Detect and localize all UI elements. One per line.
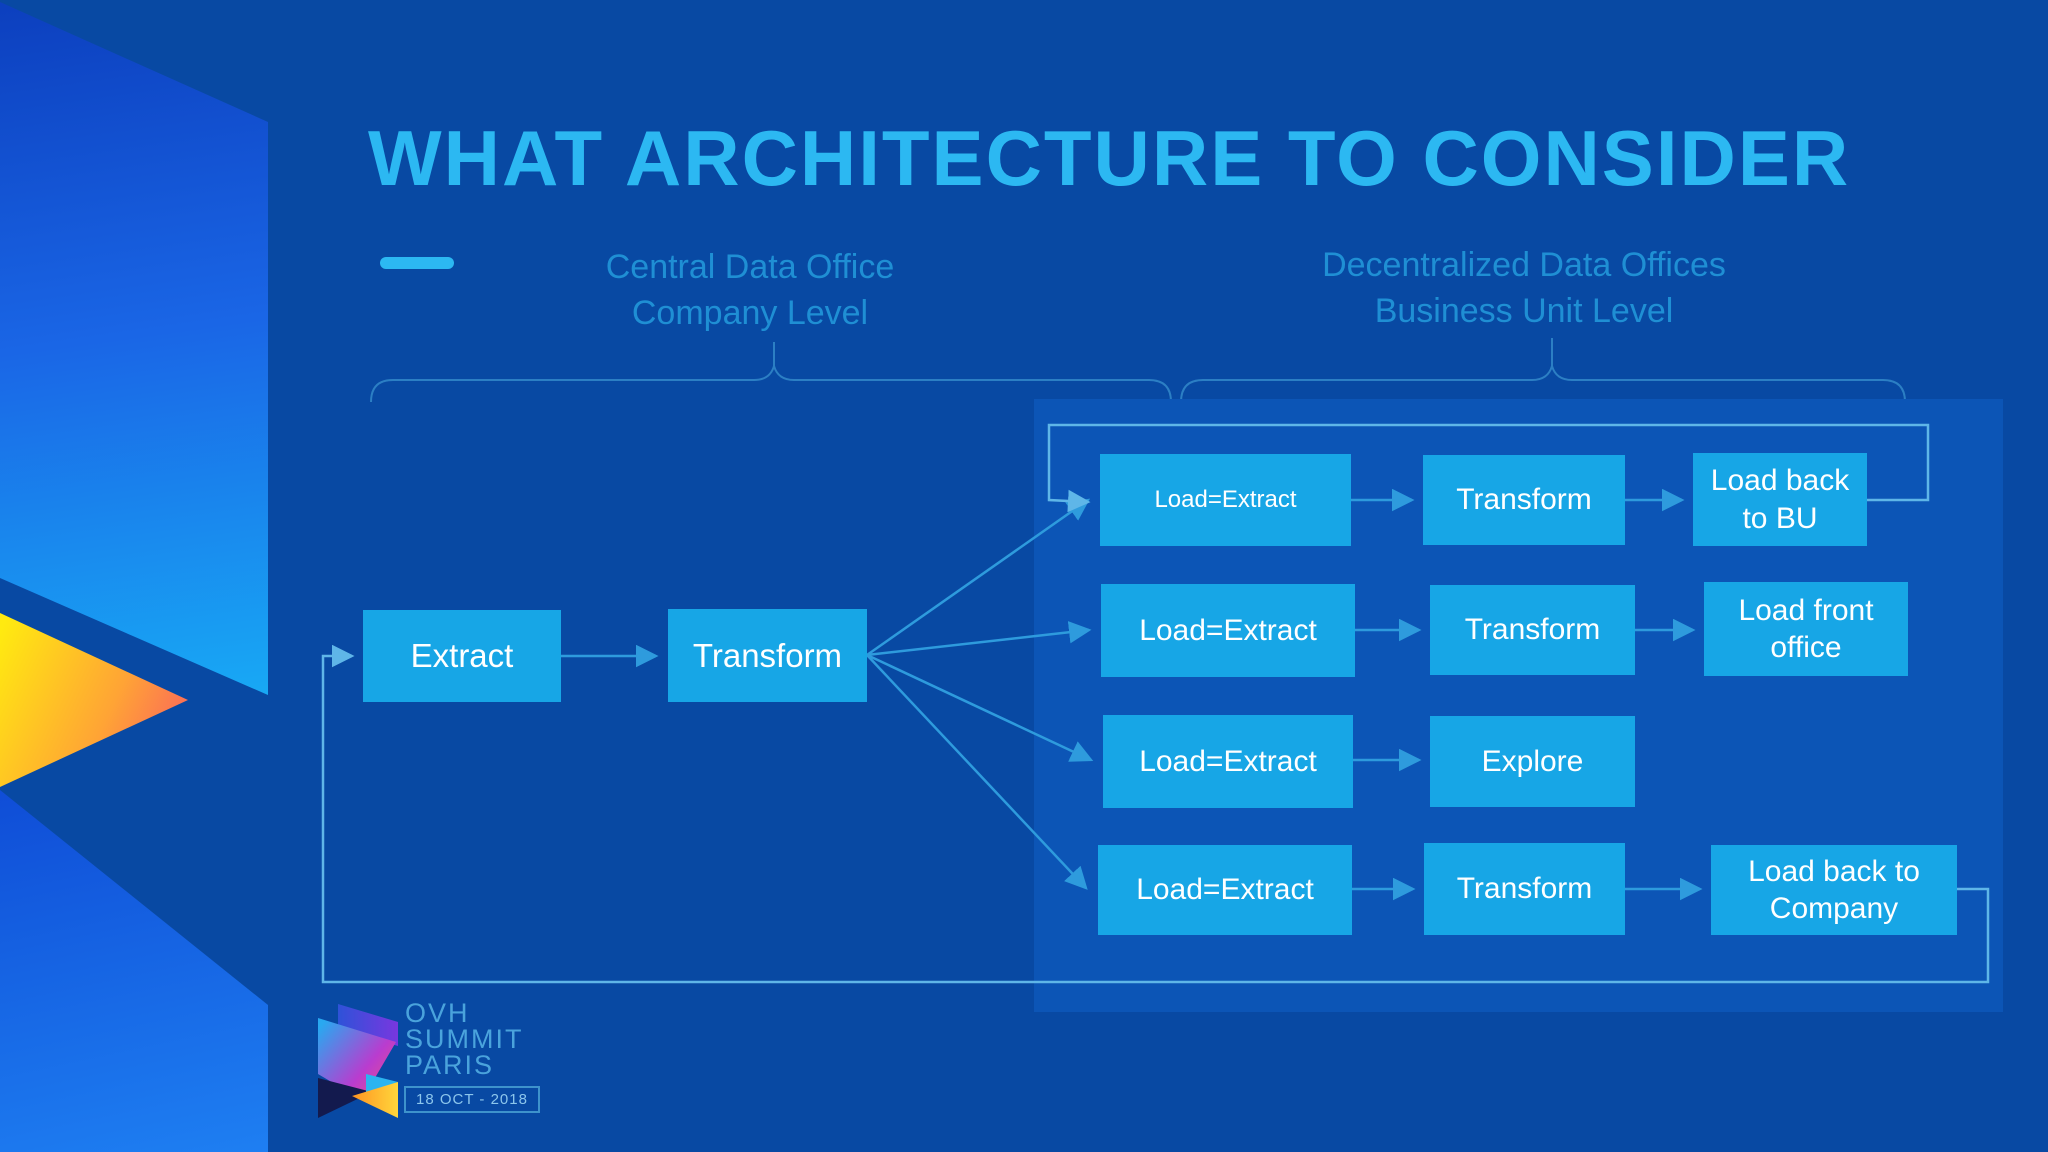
node-row3-load-extract: Load=Extract <box>1103 715 1353 808</box>
node-row1-load-back-to-bu: Load back to BU <box>1693 453 1867 546</box>
node-row1-transform: Transform <box>1423 455 1625 545</box>
logo-line-paris: PARIS <box>405 1050 495 1080</box>
left-blue-sheet-top <box>0 2 268 695</box>
section-label-central: Central Data Office Company Level <box>540 244 960 336</box>
section-decentral-line1: Decentralized Data Offices <box>1322 246 1726 284</box>
accent-dash <box>380 257 454 269</box>
node-row4-load-extract: Load=Extract <box>1098 845 1352 935</box>
node-extract: Extract <box>363 610 561 702</box>
node-row2-load-extract: Load=Extract <box>1101 584 1355 677</box>
logo-line-summit: SUMMIT <box>405 1024 524 1054</box>
section-central-line2: Company Level <box>631 294 869 332</box>
page-title: WHAT ARCHITECTURE TO CONSIDER <box>368 114 1851 202</box>
ovh-summit-paris-wordmark: OVH SUMMIT PARIS <box>405 998 524 1080</box>
section-decentral-line2: Business Unit Level <box>1374 292 1674 330</box>
brace-decentralized <box>1180 362 1906 403</box>
section-label-decentralized: Decentralized Data Offices Business Unit… <box>1312 242 1736 334</box>
brace-central <box>370 362 1172 403</box>
node-row1-load-extract: Load=Extract <box>1100 454 1351 546</box>
node-row2-load-front-office: Load front office <box>1704 582 1908 676</box>
node-row4-load-back-to-company: Load back to Company <box>1711 845 1957 935</box>
node-row3-explore: Explore <box>1430 716 1635 807</box>
node-row2-transform: Transform <box>1430 585 1635 675</box>
event-date-badge: 18 OCT - 2018 <box>404 1086 540 1113</box>
node-transform-central: Transform <box>668 609 867 702</box>
node-row4-transform: Transform <box>1424 843 1625 935</box>
section-central-line1: Central Data Office <box>605 248 895 286</box>
logo-line-ovh: OVH <box>405 998 470 1028</box>
left-blue-sheet-bottom <box>0 790 268 1152</box>
